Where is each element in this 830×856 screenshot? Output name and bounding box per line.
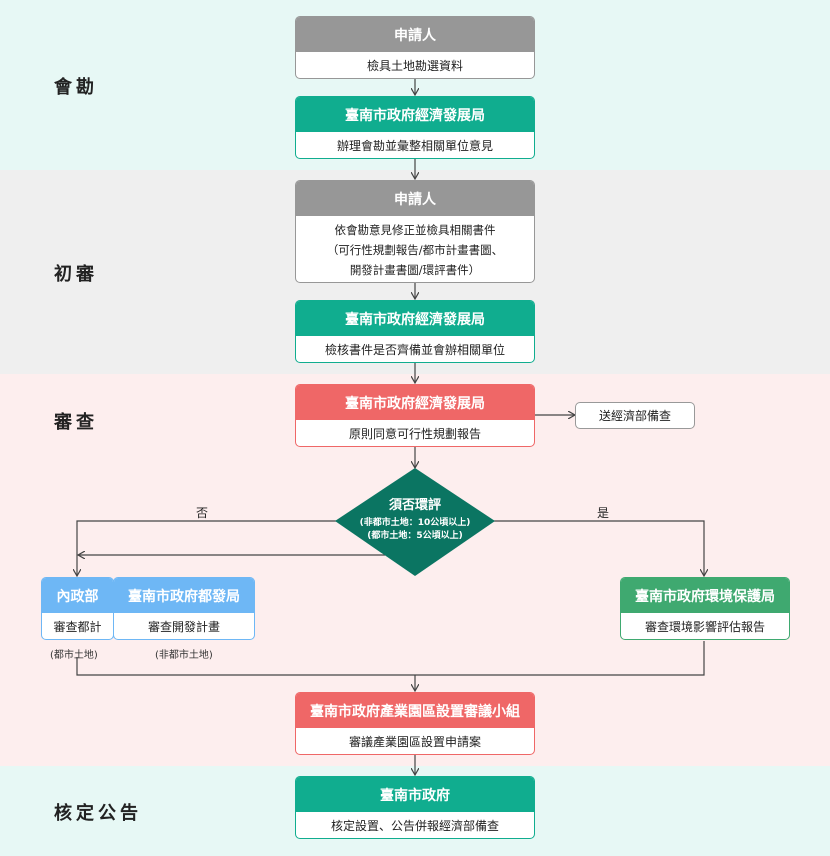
box-body: 檢核書件是否齊備並會辦相關單位: [324, 342, 505, 357]
box-body: 原則同意可行性規劃報告: [348, 426, 481, 441]
box-body: 核定設置、公告併報經濟部備查: [330, 818, 499, 833]
stage-label-preliminary: 初審: [54, 264, 98, 285]
box-title: 臺南市政府都發局: [114, 578, 254, 613]
box-body: 審查開發計畫: [147, 619, 220, 634]
box-title: 臺南市政府經濟發展局: [296, 97, 534, 132]
moea-filing-box: 送經濟部備查: [575, 402, 695, 429]
stage-label-review: 審查: [54, 412, 98, 433]
box-body: 檢具土地勘選資料: [366, 58, 463, 73]
decision-title: 須否環評: [388, 498, 441, 513]
box-body: 依會勘意見修正並檢具相關書件 （可行性規劃報告/都市計畫書圖、 開發計畫書圖/環…: [326, 222, 504, 277]
decision-diamond: [335, 468, 495, 576]
box-title: 臺南市政府經濟發展局: [296, 385, 534, 420]
branch-label-yes: 是: [597, 506, 610, 520]
box-title: 申請人: [296, 17, 534, 52]
decision-criteria-1: (非都市土地：10公頃以上): [359, 518, 471, 528]
box-title: 申請人: [296, 181, 534, 216]
edb-box-review: 臺南市政府經濟發展局 原則同意可行性規劃報告: [295, 384, 535, 447]
box-body: 辦理會勘並彙整相關單位意見: [336, 138, 493, 153]
box-title: 臺南市政府環境保護局: [621, 578, 789, 613]
applicant-box-preliminary: 申請人 依會勘意見修正並檢具相關書件 （可行性規劃報告/都市計畫書圖、 開發計畫…: [295, 180, 535, 283]
note-non-urban-land: (非都市土地): [155, 650, 213, 661]
moi-box: 內政部 審查都計: [41, 577, 114, 640]
edb-box-survey: 臺南市政府經濟發展局 辦理會勘並彙整相關單位意見: [295, 96, 535, 159]
box-body: 審查都計: [53, 619, 102, 634]
city-government-box: 臺南市政府 核定設置、公告併報經濟部備查: [295, 776, 535, 839]
box-body: 審議產業園區設置申請案: [348, 734, 481, 749]
box-title: 臺南市政府: [296, 777, 534, 812]
box-body: 審查環境影響評估報告: [644, 619, 765, 634]
note-urban-land: (都市土地): [50, 650, 98, 661]
branch-label-no: 否: [196, 506, 209, 520]
stage-label-survey: 會勘: [54, 77, 98, 98]
review-committee-box: 臺南市政府產業園區設置審議小組 審議產業園區設置申請案: [295, 692, 535, 755]
box-title: 臺南市政府經濟發展局: [296, 301, 534, 336]
decision-criteria-2: (都市土地：5公頃以上): [367, 531, 463, 541]
edb-box-preliminary: 臺南市政府經濟發展局 檢核書件是否齊備並會辦相關單位: [295, 300, 535, 363]
applicant-box-survey: 申請人 檢具土地勘選資料: [295, 16, 535, 79]
epb-box: 臺南市政府環境保護局 審查環境影響評估報告: [620, 577, 790, 640]
stage-label-approval: 核定公告: [54, 803, 142, 824]
urban-dev-box: 臺南市政府都發局 審查開發計畫: [113, 577, 255, 640]
box-title: 內政部: [42, 578, 113, 613]
box-title: 臺南市政府產業園區設置審議小組: [296, 693, 534, 728]
